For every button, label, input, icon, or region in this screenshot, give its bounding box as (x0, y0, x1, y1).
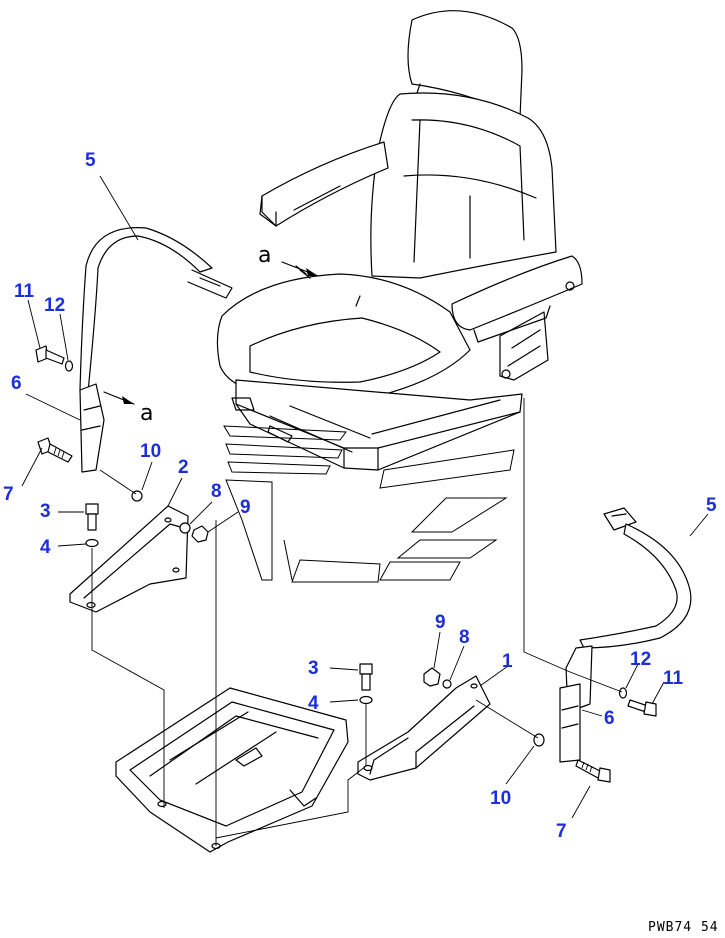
drawing-reference: PWB74 54 (648, 920, 719, 935)
view-label-seat: a (258, 243, 271, 268)
callout-labels: 5 11 12 6 7 10 2 8 9 3 4 5 9 8 1 3 4 12 … (3, 150, 717, 842)
callout-4-right: 4 (308, 693, 319, 714)
view-arrow-belt: a (103, 391, 153, 426)
callout-7-right: 7 (556, 821, 567, 842)
floor-mount-plate (115, 687, 349, 853)
view-arrow-seat: a (258, 243, 319, 279)
callout-6-left: 6 (11, 373, 22, 394)
callout-10-left: 10 (140, 441, 161, 462)
bolt-11-left (35, 345, 65, 365)
bracket-left (69, 505, 189, 613)
bolt-11-right (627, 699, 657, 717)
leader-lines (21, 175, 709, 819)
callout-6-right: 6 (604, 708, 615, 729)
operator-seat (216, 10, 583, 471)
callout-1: 1 (502, 651, 513, 672)
washer-4-left (85, 538, 99, 548)
washer-8-left (179, 522, 191, 534)
callout-7-left: 7 (3, 484, 14, 505)
hardware-left (35, 345, 209, 548)
seat-outline-ghost (223, 425, 515, 583)
callout-8-left: 8 (211, 481, 222, 502)
callout-9-left: 9 (240, 497, 251, 518)
callout-12-right: 12 (630, 649, 651, 670)
callout-5-right: 5 (706, 495, 717, 516)
callout-2: 2 (178, 457, 189, 478)
washer-12-right (618, 687, 628, 699)
callout-4-left: 4 (40, 537, 51, 558)
washer-10-right (533, 733, 545, 747)
callout-12-left: 12 (44, 295, 65, 316)
callout-10-right: 10 (490, 788, 511, 809)
callout-8-right: 8 (459, 627, 470, 648)
nut-9-right (423, 667, 441, 687)
callout-11-right: 11 (663, 668, 684, 689)
nut-9-left (191, 525, 209, 543)
callout-3-left: 3 (40, 501, 51, 522)
callout-11-left: 11 (14, 281, 35, 302)
washer-4-right (359, 695, 373, 705)
callout-3-right: 3 (308, 658, 319, 679)
assembly-lines (91, 398, 623, 846)
washer-8-right (442, 679, 452, 689)
seat-belt-left (79, 227, 233, 473)
bolt-7-left (37, 437, 73, 463)
callout-5-left: 5 (85, 150, 96, 171)
bolt-7-right (575, 759, 611, 783)
hardware-right (359, 663, 657, 783)
view-label-belt: a (140, 401, 153, 426)
callout-9-right: 9 (435, 612, 446, 633)
washer-12-left (64, 360, 74, 372)
bolt-3-right (359, 663, 373, 691)
bolt-3-left (85, 503, 99, 531)
seat-belt-right (559, 507, 692, 763)
bracket-right (357, 675, 491, 781)
